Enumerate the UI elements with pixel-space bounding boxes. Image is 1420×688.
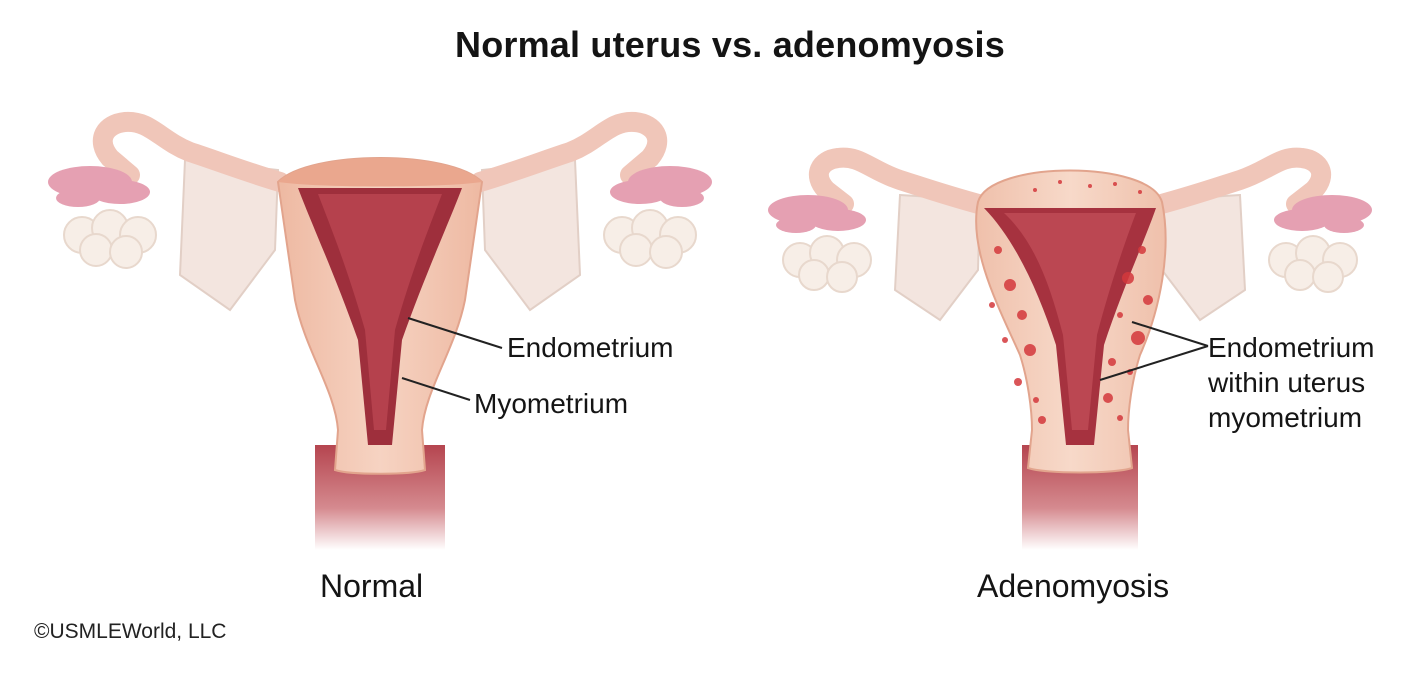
endometrium-pointer [407, 317, 503, 349]
adenomyosis-pointer-upper [1131, 321, 1209, 347]
uterus-fundus [278, 158, 482, 187]
normal-caption: Normal [320, 568, 424, 604]
adenomyosis-label-line2: within uterus [1208, 367, 1366, 398]
endometrium-lining [1004, 213, 1136, 430]
ectopic-endometrial-foci [989, 180, 1153, 424]
fimbriae-left [768, 195, 866, 233]
adenomyosis-caption: Adenomyosis [977, 568, 1170, 604]
adenomyosis-uterus-illustration [768, 147, 1372, 550]
adenomyosis-label: Endometrium within uterus myometrium [1208, 330, 1375, 435]
page-title: Normal uterus vs. adenomyosis [455, 24, 1005, 65]
ovary-right [603, 209, 697, 269]
broad-ligament-right [1158, 193, 1247, 322]
fallopian-tube-right [470, 111, 668, 192]
copyright-notice: ©USMLEWorld, LLC [34, 620, 227, 643]
adenomyosis-panel: Endometrium within uterus myometrium [760, 100, 1410, 570]
ovary-right [1268, 235, 1358, 293]
fallopian-tube-left [92, 111, 290, 192]
ovary-left [782, 235, 872, 293]
normal-uterus-illustration [48, 111, 712, 550]
fimbriae-left [48, 166, 150, 207]
broad-ligament-left [893, 193, 982, 322]
endometrium-lining [318, 194, 442, 430]
ovary-left [63, 209, 157, 269]
fallopian-tube-right [1148, 147, 1332, 215]
adenomyosis-label-line3: myometrium [1208, 402, 1363, 433]
adenomyosis-pointer-lower [1099, 345, 1209, 381]
fallopian-tube-left [808, 147, 992, 215]
endometrium-label: Endometrium [507, 332, 674, 363]
normal-uterus-panel: Endometrium Myometrium [30, 100, 730, 570]
fimbriae-right [1274, 195, 1372, 233]
adenomyosis-label-line1: Endometrium [1208, 332, 1375, 363]
myometrium-label: Myometrium [474, 388, 629, 419]
fimbriae-right [610, 166, 712, 207]
myometrium-pointer [401, 377, 471, 401]
